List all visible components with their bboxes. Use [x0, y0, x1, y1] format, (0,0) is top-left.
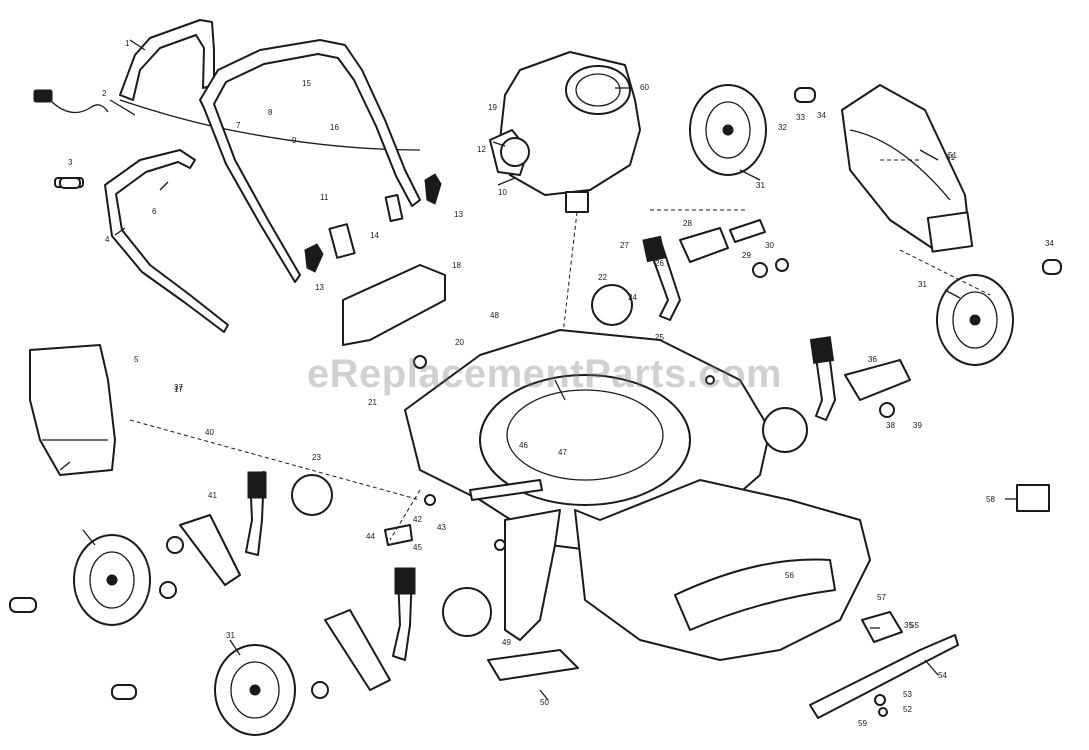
callout: 45	[413, 543, 422, 552]
callout: 12	[477, 145, 486, 154]
callout: 51	[948, 151, 957, 160]
callout: 18	[452, 261, 461, 270]
callout: 48	[490, 311, 499, 320]
callout: 58	[986, 495, 995, 504]
callout: 55	[910, 621, 919, 630]
axle-brackets	[179, 219, 911, 691]
callout: 59	[858, 719, 867, 728]
callout: 60	[640, 83, 649, 92]
height-adjuster-top	[591, 235, 681, 326]
callout: 38	[886, 421, 895, 430]
grass-bag	[841, 84, 974, 253]
height-adjuster-bottom	[392, 567, 492, 661]
wheel-top-right	[689, 84, 767, 176]
callout: 15	[302, 79, 311, 88]
callout: 34	[1045, 239, 1054, 248]
upper-handle	[119, 19, 421, 151]
callout: 9	[292, 136, 297, 145]
callout: 1	[125, 39, 130, 48]
wheel-right	[936, 274, 1014, 366]
callout: 56	[785, 571, 794, 580]
callout: 27	[620, 241, 629, 250]
callout: 40	[205, 428, 214, 437]
callout: 34	[817, 111, 826, 120]
callout: 11	[320, 193, 329, 202]
callout: 42	[413, 515, 422, 524]
callout: 28	[683, 219, 692, 228]
callout: 31	[918, 280, 927, 289]
engine	[489, 51, 641, 361]
callout: 29	[742, 251, 751, 260]
discharge-chute	[342, 264, 446, 346]
callout: 23	[312, 453, 321, 462]
callout: 19	[488, 103, 497, 112]
callout: 47	[558, 448, 567, 457]
callout: 25	[655, 333, 664, 342]
callout: 6	[152, 207, 157, 216]
callout: 35	[904, 621, 913, 630]
callout: 57	[877, 593, 886, 602]
callout: 37	[174, 383, 183, 392]
callout: 53	[903, 690, 912, 699]
callout: 24	[628, 293, 637, 302]
callout: 13	[315, 283, 324, 292]
callout: 13	[454, 210, 463, 219]
callout: 50	[540, 698, 549, 707]
callout: 2	[102, 89, 107, 98]
height-adjuster-left	[245, 471, 333, 556]
callout: 52	[903, 705, 912, 714]
callout: 21	[368, 398, 377, 407]
callout: 16	[330, 123, 339, 132]
leader-lines	[59, 39, 1017, 701]
control-cable	[33, 89, 109, 114]
callout: 39	[913, 421, 922, 430]
callout: 4	[105, 235, 110, 244]
decal	[1016, 484, 1050, 512]
callout: 3	[68, 158, 73, 167]
callout: 17	[174, 385, 183, 394]
callout: 10	[498, 188, 507, 197]
height-adjuster-right	[762, 336, 836, 453]
callout: 20	[455, 338, 464, 347]
lower-handle	[104, 149, 229, 333]
callout: 54	[938, 671, 947, 680]
callout: 5	[134, 355, 139, 364]
callout: 30	[765, 241, 774, 250]
hardware	[9, 87, 1062, 717]
wheel-bottom	[214, 644, 296, 736]
callout: 8	[268, 108, 273, 117]
callout: 31	[226, 631, 235, 640]
wheel-left	[73, 534, 151, 626]
callout: 33	[796, 113, 805, 122]
callout: 61	[946, 153, 955, 162]
callout: 22	[598, 273, 607, 282]
callout: 32	[778, 123, 787, 132]
callout: 44	[366, 532, 375, 541]
blade-adapter	[861, 611, 903, 643]
callout: 14	[370, 231, 379, 240]
callout: 31	[756, 181, 765, 190]
callout: 26	[655, 259, 664, 268]
callout-labels: 1 2 3 4 5 6 7 8 9 10 11 12 13 13 14 15 1…	[68, 39, 1054, 728]
rear-baffle	[487, 509, 579, 681]
callout: 46	[519, 441, 528, 450]
callout: 41	[208, 491, 217, 500]
main-handle	[199, 39, 421, 283]
callout: 7	[236, 121, 241, 130]
callout: 43	[437, 523, 446, 532]
catcher-frame	[29, 344, 116, 476]
callout: 49	[502, 638, 511, 647]
callout: 36	[868, 355, 877, 364]
mower-blade	[809, 634, 959, 719]
